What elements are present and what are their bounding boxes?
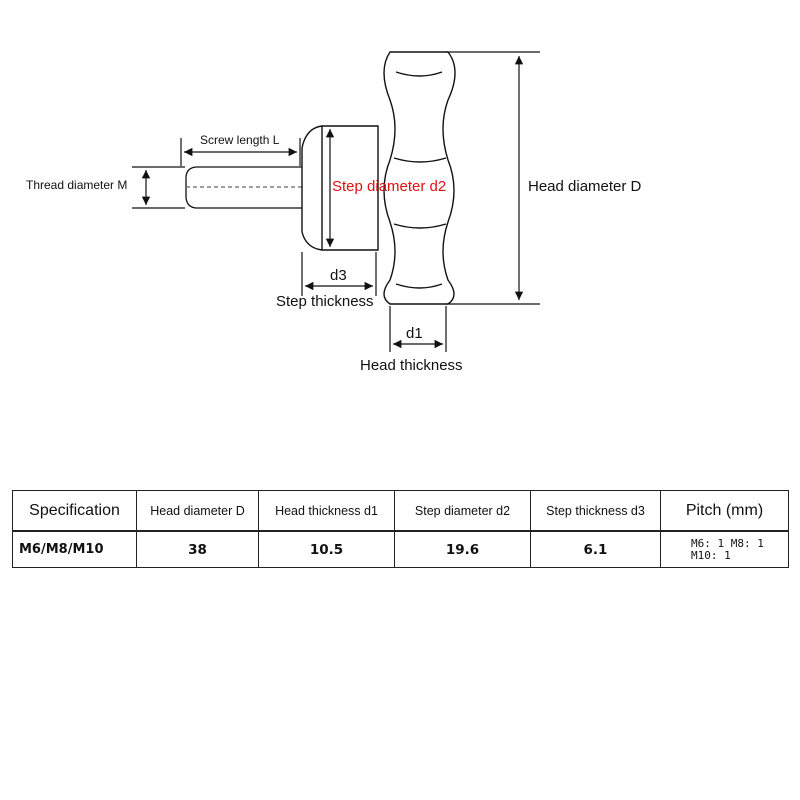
step-thickness-dimension	[301, 252, 377, 296]
head-diameter-label: Head diameter D	[528, 178, 642, 195]
cell-head-thickness: 10.5	[258, 530, 395, 568]
cell-head-diameter: 38	[136, 530, 259, 568]
cell-pitch: M6: 1 M8: 1 M10: 1	[660, 530, 789, 568]
d3-label: d3	[330, 267, 347, 284]
cell-step-thickness: 6.1	[530, 530, 661, 568]
head-thickness-label: Head thickness	[360, 357, 463, 374]
d1-label: d1	[406, 325, 423, 342]
knob-drawing: Screw length L Thread diameter M Step di…	[26, 51, 642, 374]
header-step-diameter: Step diameter d2	[394, 490, 531, 532]
cell-step-diameter: 19.6	[394, 530, 531, 568]
step-thickness-label: Step thickness	[276, 293, 374, 310]
header-head-thickness: Head thickness d1	[258, 490, 395, 532]
header-specification: Specification	[12, 490, 137, 532]
header-step-thickness: Step thickness d3	[530, 490, 661, 532]
step-body	[301, 125, 379, 251]
thread-diameter-dimension	[132, 166, 185, 209]
pitch-line-2: M10: 1	[691, 548, 731, 562]
spec-table: Specification Head diameter D Head thick…	[12, 490, 789, 568]
header-pitch: Pitch (mm)	[660, 490, 789, 532]
screw-length-label: Screw length L	[200, 133, 280, 147]
screw-length-dimension	[180, 138, 301, 166]
table-row: M6/M8/M10 38 10.5 19.6 6.1 M6: 1 M8: 1 M…	[12, 530, 789, 568]
step-diameter-label: Step diameter d2	[332, 178, 446, 195]
head-thickness-dimension	[389, 306, 447, 352]
header-head-diameter: Head diameter D	[136, 490, 259, 532]
table-header-row: Specification Head diameter D Head thick…	[12, 490, 789, 532]
pitch-line-1: M6: 1 M8: 1	[691, 536, 764, 550]
screw-thread	[185, 166, 302, 209]
head-diameter-dimension	[446, 51, 540, 305]
thread-diameter-label: Thread diameter M	[26, 178, 127, 192]
cell-specification: M6/M8/M10	[12, 530, 137, 568]
